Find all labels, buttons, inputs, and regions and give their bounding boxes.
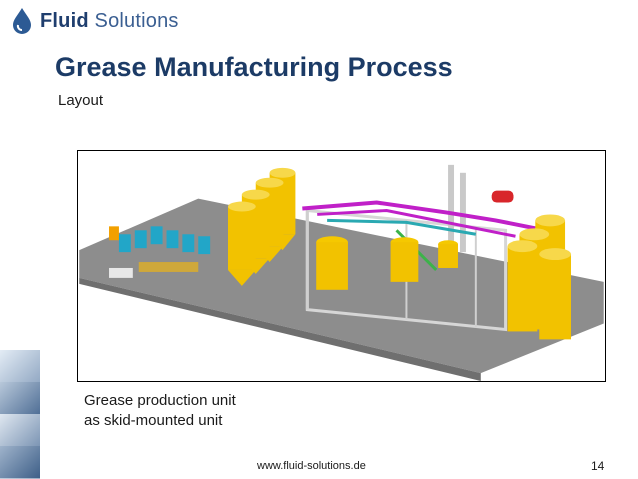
- caption-line-2: as skid-mounted unit: [84, 412, 223, 429]
- figure-caption: Grease production unit as skid-mounted u…: [84, 391, 236, 431]
- plant-3d-layout-image: [77, 150, 606, 382]
- drop-logo-icon: [13, 8, 31, 34]
- slide-title: Grease Manufacturing Process: [55, 52, 453, 82]
- slide-subtitle: Layout: [58, 92, 104, 109]
- logo-name-light: Solutions: [94, 9, 179, 32]
- company-logo: Fluid Solutions: [10, 6, 179, 36]
- footer-website[interactable]: www.fluid-solutions.de: [257, 460, 366, 472]
- plant-illustration: [79, 164, 604, 381]
- logo-name-bold: Fluid: [40, 9, 89, 32]
- caption-line-1: Grease production unit: [84, 392, 236, 409]
- sidebar-decoration: [0, 350, 40, 479]
- page-number: 14: [591, 459, 605, 473]
